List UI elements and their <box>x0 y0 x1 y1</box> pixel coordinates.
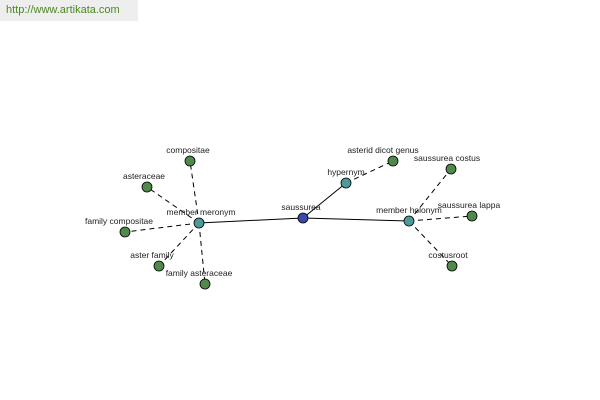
node-compositae[interactable] <box>184 155 196 167</box>
labels: saussurea member meronym hypernym member… <box>85 145 500 278</box>
edges <box>124 160 473 285</box>
edge-member-meronym-family-compositae <box>124 222 200 233</box>
label-family-asteraceae[interactable]: family asteraceae <box>166 268 233 278</box>
node-member-meronym[interactable] <box>193 217 205 229</box>
nodes <box>119 155 478 290</box>
label-compositae[interactable]: compositae <box>166 145 210 155</box>
node-asterid-dicot-genus[interactable] <box>387 155 399 167</box>
label-member-meronym[interactable]: member meronym <box>167 207 236 217</box>
node-family-asteraceae[interactable] <box>199 278 211 290</box>
edge-member-meronym-aster-family <box>158 222 200 267</box>
node-aster-family[interactable] <box>153 260 165 272</box>
edge-saussurea-member-holonym <box>302 217 410 222</box>
node-saussurea-costus[interactable] <box>445 163 457 175</box>
label-saussurea-lappa[interactable]: saussurea lappa <box>438 200 501 210</box>
label-hypernym[interactable]: hypernym <box>327 167 364 177</box>
label-asteraceae[interactable]: asteraceae <box>123 171 165 181</box>
node-hypernym[interactable] <box>340 177 352 189</box>
label-asterid-dicot-genus[interactable]: asterid dicot genus <box>347 145 418 155</box>
label-aster-family[interactable]: aster family <box>130 250 174 260</box>
node-costusroot[interactable] <box>446 260 458 272</box>
edge-member-meronym-family-asteraceae <box>198 222 206 285</box>
node-asteraceae[interactable] <box>141 181 153 193</box>
url-banner: http://www.artikata.com <box>0 0 138 21</box>
edge-member-holonym-costusroot <box>408 220 453 267</box>
label-member-holonym[interactable]: member holonym <box>376 205 442 215</box>
node-saussurea-lappa[interactable] <box>466 210 478 222</box>
edge-saussurea-hypernym <box>302 182 347 219</box>
label-costusroot[interactable]: costusroot <box>428 250 468 260</box>
edge-member-meronym-compositae <box>189 160 200 224</box>
node-saussurea[interactable] <box>297 212 309 224</box>
edge-member-holonym-saussurea-costus <box>408 168 452 222</box>
edge-member-meronym-asteraceae <box>146 186 200 224</box>
url-link[interactable]: http://www.artikata.com <box>6 4 120 16</box>
node-member-holonym[interactable] <box>403 215 415 227</box>
node-family-compositae[interactable] <box>119 226 131 238</box>
label-saussurea[interactable]: saussurea <box>281 202 320 212</box>
label-family-compositae[interactable]: family compositae <box>85 216 153 226</box>
edge-saussurea-member-meronym <box>198 217 304 224</box>
label-saussurea-costus[interactable]: saussurea costus <box>414 153 480 163</box>
edge-member-holonym-saussurea-lappa <box>408 215 473 222</box>
